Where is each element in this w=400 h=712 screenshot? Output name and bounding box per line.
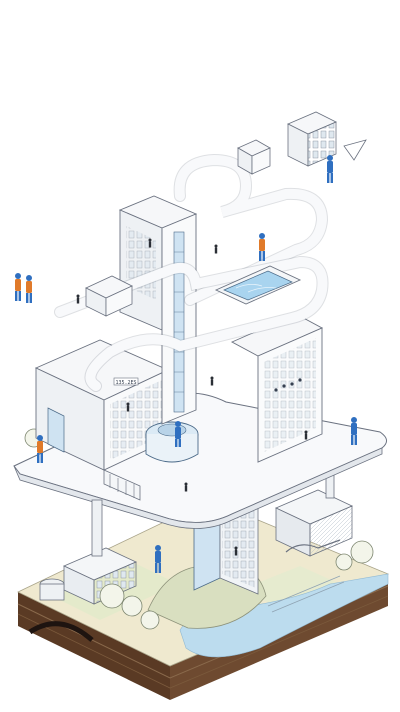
office-occupants	[274, 378, 302, 392]
worker-top-right	[327, 155, 333, 183]
support-column	[91, 499, 103, 557]
colonnade	[109, 474, 135, 498]
pedestrians	[76, 238, 308, 556]
worker-in-pod	[175, 421, 181, 447]
worker-near-pool	[259, 233, 265, 261]
building-sign	[113, 377, 139, 386]
industrial-pipes	[285, 539, 341, 553]
classical-entrance	[103, 469, 141, 501]
soil-left-face	[18, 592, 170, 700]
worker-left-pair-1	[15, 273, 21, 301]
spiral-ramp	[54, 153, 329, 392]
worker-ground	[155, 545, 161, 573]
tree	[99, 583, 125, 609]
trees	[24, 428, 374, 630]
underground-tunnel	[28, 621, 94, 642]
worker-left-pair-2	[26, 275, 32, 303]
rooftop-flag	[343, 139, 367, 161]
elevator-shaft	[173, 231, 185, 413]
pool-water	[223, 270, 293, 301]
top-buildings	[85, 111, 367, 317]
rooftop-pool	[214, 265, 302, 305]
worker-left-ring	[37, 435, 43, 463]
building-sign-text: 135.2ES	[115, 380, 136, 386]
worker-right-ring	[351, 417, 357, 445]
glass-facade	[47, 407, 65, 453]
workers	[15, 155, 357, 573]
waterfront-steps	[267, 575, 341, 607]
